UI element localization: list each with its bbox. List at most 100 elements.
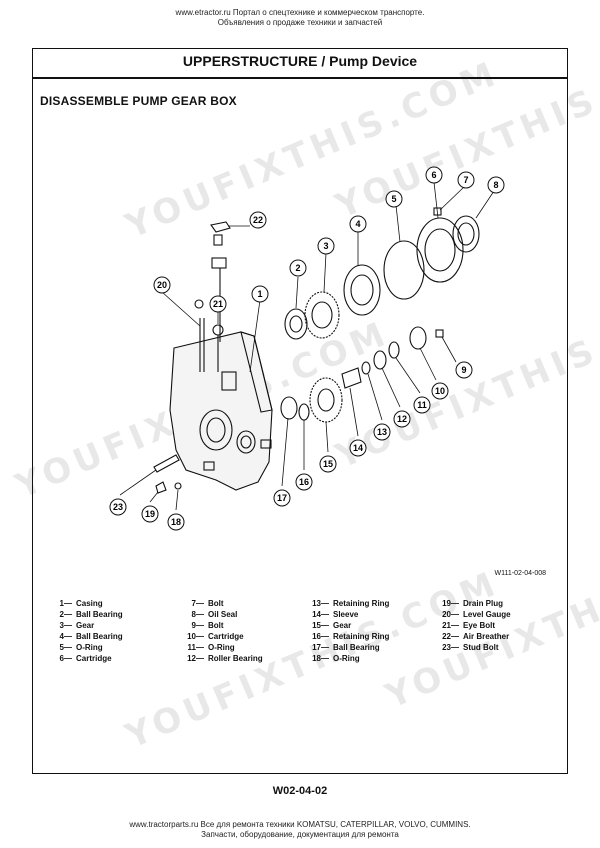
part-name: Retaining Ring (333, 599, 390, 608)
part-number: 16— (312, 632, 329, 641)
callout-11-label: 11 (417, 400, 427, 410)
part-name: Air Breather (463, 632, 510, 641)
callout-15: 15 (319, 455, 337, 473)
part-item: 16— Retaining Ring (311, 631, 441, 642)
header-rule (32, 77, 568, 79)
callout-18-label: 18 (171, 517, 181, 527)
callout-18: 18 (167, 513, 185, 531)
part-name: Cartridge (208, 632, 244, 641)
callout-20-label: 20 (157, 280, 167, 290)
part-name: Drain Plug (463, 599, 504, 608)
part-item: 15— Gear (311, 620, 441, 631)
callout-8-label: 8 (493, 180, 498, 190)
part-item: 1—Casing (54, 598, 186, 609)
part-item: 6—Cartridge (54, 653, 186, 664)
part-number: 10— (187, 632, 204, 641)
part-item: 19— Drain Plug (441, 598, 554, 609)
part-number: 6— (59, 654, 72, 663)
part-name: Casing (76, 599, 103, 608)
part-number: 22— (442, 632, 459, 641)
callout-19-label: 19 (145, 509, 155, 519)
callout-19: 19 (141, 505, 159, 523)
part-number: 18— (312, 654, 329, 663)
parts-list: 1—Casing 7— Bolt 13— Retaining Ring 19— Drain … (54, 598, 554, 664)
part-item: 17—Ball Bearing (311, 642, 441, 653)
part-number: 19— (442, 599, 459, 608)
part-item: 8— Oil Seal (186, 609, 311, 620)
page-frame (32, 48, 568, 774)
part-item: 10— Cartridge (186, 631, 311, 642)
callout-1: 1 (251, 285, 269, 303)
part-number: 20— (442, 610, 459, 619)
part-item: 9—Bolt (186, 620, 311, 631)
part-item: 12—Roller Bearing (186, 653, 311, 664)
callout-17: 17 (273, 489, 291, 507)
callout-7: 7 (457, 171, 475, 189)
part-number: 15— (312, 621, 329, 630)
part-item: 5— O-Ring (54, 642, 186, 653)
part-name: Eye Bolt (463, 621, 496, 630)
callout-23: 23 (109, 498, 127, 516)
part-name: O-Ring (76, 643, 103, 652)
part-item: 14— Sleeve (311, 609, 441, 620)
callout-13-label: 13 (377, 427, 387, 437)
callouts: 1 2 3 4 5 6 7 8 9 10 11 12 13 14 15 16 1… (109, 166, 505, 531)
exploded-diagram: 1 2 3 4 5 6 7 8 9 10 11 12 13 14 15 16 1… (109, 166, 505, 531)
part-item: 18— O-Ring (311, 653, 441, 664)
part-name: Bolt (208, 599, 224, 608)
part-name: Ball Bearing (76, 610, 123, 619)
callout-14: 14 (349, 439, 367, 457)
part-number: 11— (187, 643, 204, 652)
callout-23-label: 23 (113, 502, 123, 512)
callout-2-label: 2 (295, 263, 300, 273)
part-item: 4—Ball Bearing (54, 631, 186, 642)
callout-8: 8 (487, 176, 505, 194)
part-number: 8— (191, 610, 204, 619)
callout-3: 3 (317, 237, 335, 255)
callout-4: 4 (349, 215, 367, 233)
part-item: 7— Bolt (186, 598, 311, 609)
part-item: 22— Air Breather (441, 631, 554, 642)
callout-5-label: 5 (391, 194, 396, 204)
part-name: Retaining Ring (333, 632, 390, 641)
part-name: Level Gauge (463, 610, 511, 619)
part-item (441, 653, 554, 664)
part-item: 20— Level Gauge (441, 609, 554, 620)
part-name: O-Ring (208, 643, 235, 652)
part-name: O-Ring (333, 654, 360, 663)
top-note: www.etractor.ru Портал о спецтехнике и к… (0, 8, 600, 28)
callout-17-label: 17 (277, 493, 287, 503)
callout-20: 20 (153, 276, 171, 294)
part-number: 14— (312, 610, 329, 619)
callout-3-label: 3 (323, 241, 328, 251)
callout-12: 12 (393, 410, 411, 428)
part-name: Gear (333, 621, 352, 630)
bottom-note: www.tractorparts.ru Все для ремонта техн… (0, 820, 600, 840)
part-name: Oil Seal (208, 610, 238, 619)
subtitle: DISASSEMBLE PUMP GEAR BOX (40, 94, 237, 108)
callout-21: 21 (209, 295, 227, 313)
part-number: 5— (59, 643, 72, 652)
part-item: 13— Retaining Ring (311, 598, 441, 609)
part-name: Roller Bearing (208, 654, 263, 663)
part-number: 23— (442, 643, 459, 652)
part-name: Sleeve (333, 610, 359, 619)
page-number: W02-04-02 (272, 785, 328, 797)
part-item: 21—Eye Bolt (441, 620, 554, 631)
part-number: 7— (191, 599, 204, 608)
top-note-line2: Объявления о продаже техники и запчастей (217, 18, 383, 27)
part-number: 13— (312, 599, 329, 608)
part-number: 4— (59, 632, 72, 641)
part-number: 2— (59, 610, 72, 619)
callout-11: 11 (413, 396, 431, 414)
part-item: 11— O-Ring (186, 642, 311, 653)
callout-15-label: 15 (323, 459, 333, 469)
section-title: UPPERSTRUCTURE / Pump Device (182, 53, 418, 69)
bottom-note-line2: Запчасти, оборудование, документация для… (201, 830, 399, 839)
callout-10: 10 (431, 382, 449, 400)
bottom-note-line1: www.tractorparts.ru Все для ремонта техн… (129, 820, 471, 829)
callout-7-label: 7 (463, 175, 468, 185)
callout-21-label: 21 (213, 299, 223, 309)
callout-12-label: 12 (397, 414, 407, 424)
part-number: 17— (312, 643, 329, 652)
